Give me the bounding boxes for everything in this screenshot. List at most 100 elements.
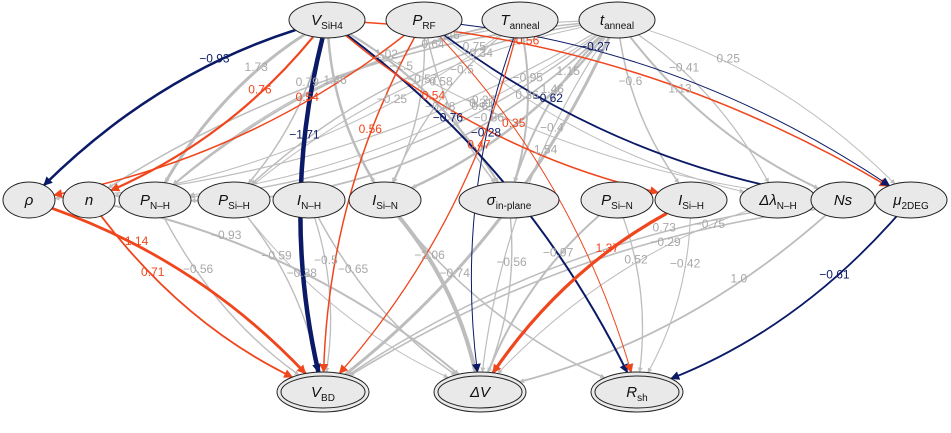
edge-label-VSiH4-to-VBD: −1.71 — [289, 127, 320, 141]
edge-Tanneal-to-sigma — [513, 37, 530, 183]
node-shape-sigma — [458, 181, 560, 219]
node-label-PSiH: PSi–H — [218, 192, 250, 212]
edge-Ns-to-dV — [519, 214, 827, 384]
edge-label-VSiH4-to-sigma: −1.5 — [389, 59, 413, 73]
node-shape-PNH — [118, 181, 192, 219]
edge-label-VSiH4-to-PSiH: 0.79 — [296, 75, 320, 89]
node-INH: IN–H — [272, 181, 346, 219]
node-shape-rho — [2, 181, 56, 219]
edge-VSiH4-to-Ns — [349, 34, 812, 199]
node-shape-tanneal — [578, 1, 656, 39]
edge-label-VSiH4-to-n: 0.76 — [248, 82, 272, 96]
edge-label-Tanneal-to-VBD: 0.47 — [467, 138, 491, 152]
edge-label-ISiN-to-Rsh: −0.74 — [440, 266, 471, 280]
node-label-Ns: Ns — [834, 192, 853, 209]
edge-label-tanneal-to-dV: −0.4 — [540, 120, 564, 134]
edge-label-tanneal-to-PNH: −0.27 — [465, 93, 496, 107]
edge-label-INH-to-dV: −0.65 — [338, 262, 369, 276]
edge-label-PSiH-to-VBD: −0.59 — [261, 249, 292, 263]
edge-label-PRF-to-rho: 0.54 — [296, 90, 320, 104]
edge-label-tanneal-to-dlambda: −0.41 — [669, 61, 700, 75]
edge-PRF-to-rho — [53, 34, 405, 198]
edge-label-PNH-to-VBD: −0.56 — [183, 262, 214, 276]
edge-label-mu-to-VBD: −0.75 — [695, 217, 726, 231]
edge-label-n-to-VBD: 0.71 — [141, 265, 165, 279]
edge-label-VSiH4-to-Rsh: −0.76 — [433, 111, 464, 125]
edge-label-sigma-to-dV: −0.56 — [496, 255, 527, 269]
node-label-PNH: PN–H — [140, 192, 170, 212]
edge-label-Tanneal-to-dV: −0.28 — [471, 126, 502, 140]
edge-label-tanneal-to-ISiN: 1.46 — [541, 82, 565, 96]
edge-label-tanneal-to-sigma: 1.15 — [557, 64, 581, 78]
edge-label-tanneal-to-ISiH: −0.6 — [619, 74, 643, 88]
edge-Tanneal-to-ISiN — [392, 35, 502, 183]
node-Rsh: Rsh — [590, 371, 684, 413]
edge-ISiH-to-Rsh — [647, 217, 691, 374]
node-label-n: n — [85, 192, 93, 209]
edge-INH-to-dV — [317, 217, 457, 376]
edge-label-VSiH4-to-ISiH: 0.54 — [422, 88, 446, 102]
edge-PRF-to-dlambda — [442, 35, 745, 194]
node-shape-mu — [874, 181, 948, 219]
edge-label-INH-to-VBD: −0.5 — [314, 253, 338, 267]
node-label-PSiN: PSi–N — [601, 192, 633, 212]
edge-label-tanneal-to-Ns: 1.13 — [668, 82, 692, 96]
edge-label-Tanneal-to-PNH: 1.02 — [375, 47, 399, 61]
node-VBD: VBD — [276, 371, 370, 413]
node-label-tanneal: tanneal — [600, 12, 634, 32]
node-inner-ring-dV — [437, 375, 523, 409]
node-ISiH: ISi–H — [654, 181, 728, 219]
node-mu: μ2DEG — [874, 181, 948, 219]
edge-ISiN-to-Rsh — [397, 216, 606, 379]
edge-label-Tanneal-to-n: −0.25 — [377, 92, 408, 106]
edge-label-PSiN-to-dV: −0.97 — [543, 246, 574, 260]
node-label-Rsh: Rsh — [626, 384, 647, 404]
edge-ISiN-to-dV — [397, 215, 478, 373]
node-shape-Rsh — [590, 371, 684, 413]
node-shape-PSiH — [197, 181, 271, 219]
edge-label-PRF-to-mu: −0.27 — [580, 39, 611, 53]
node-shape-ISiN — [348, 181, 422, 219]
node-Ns: Ns — [810, 181, 876, 219]
node-tanneal: tanneal — [578, 1, 656, 39]
node-dV: ΔV — [433, 371, 527, 413]
node-shape-PSiN — [580, 181, 654, 219]
edge-label-PRF-to-sigma: 0.58 — [429, 75, 453, 89]
edge-PRF-to-Ns — [443, 34, 814, 198]
edge-dlambda-to-dV — [497, 210, 748, 374]
edge-label-tanneal-to-PSiH: 0.75 — [463, 40, 487, 54]
edge-PSiH-to-dV — [246, 216, 449, 378]
edge-label-tanneal-to-PNH: 0.61 — [471, 99, 495, 113]
node-label-PRF: PRF — [412, 12, 435, 32]
edge-label-PRF-to-VBD: 0.56 — [359, 122, 383, 136]
edge-Tanneal-to-PNH — [173, 26, 486, 186]
edge-n-to-VBD — [100, 215, 294, 378]
node-label-VSiH4: VSiH4 — [311, 12, 343, 32]
edge-label-Tanneal-to-sigma: −0.95 — [513, 71, 544, 85]
edge-label-PSiN-to-Rsh: 0.52 — [624, 253, 648, 267]
edge-label-n-to-dV: −0.93 — [211, 228, 242, 242]
edge-label-VSiH4-to-rho: −0.93 — [199, 52, 230, 66]
node-Tanneal: Tanneal — [481, 1, 559, 39]
edge-label-PRF-to-dlambda: 0.36 — [515, 88, 539, 102]
node-inner-ring-VBD — [280, 375, 366, 409]
edge-tanneal-to-Ns — [629, 36, 819, 190]
edge-tanneal-to-dlambda — [638, 34, 770, 184]
edge-tanneal-to-n — [107, 22, 580, 189]
edge-rho-to-VBD — [51, 206, 307, 375]
node-shape-dV — [433, 371, 527, 413]
node-rho: ρ — [2, 181, 56, 219]
edge-layer — [43, 20, 898, 384]
node-label-VBD: VBD — [311, 384, 335, 404]
node-dlambda: ΔλN–H — [739, 181, 817, 219]
edge-VSiH4-to-rho — [43, 28, 296, 187]
edge-label-ISiH-to-dV: 1.37 — [596, 241, 620, 255]
edge-PSiH-to-VBD — [246, 216, 321, 373]
edge-label-dlambda-to-dV: −0.29 — [650, 235, 681, 249]
node-n: n — [62, 181, 116, 219]
node-shape-ISiH — [654, 181, 728, 219]
node-sigma: σin-plane — [458, 181, 560, 219]
edge-tanneal-to-ISiN — [411, 36, 605, 190]
